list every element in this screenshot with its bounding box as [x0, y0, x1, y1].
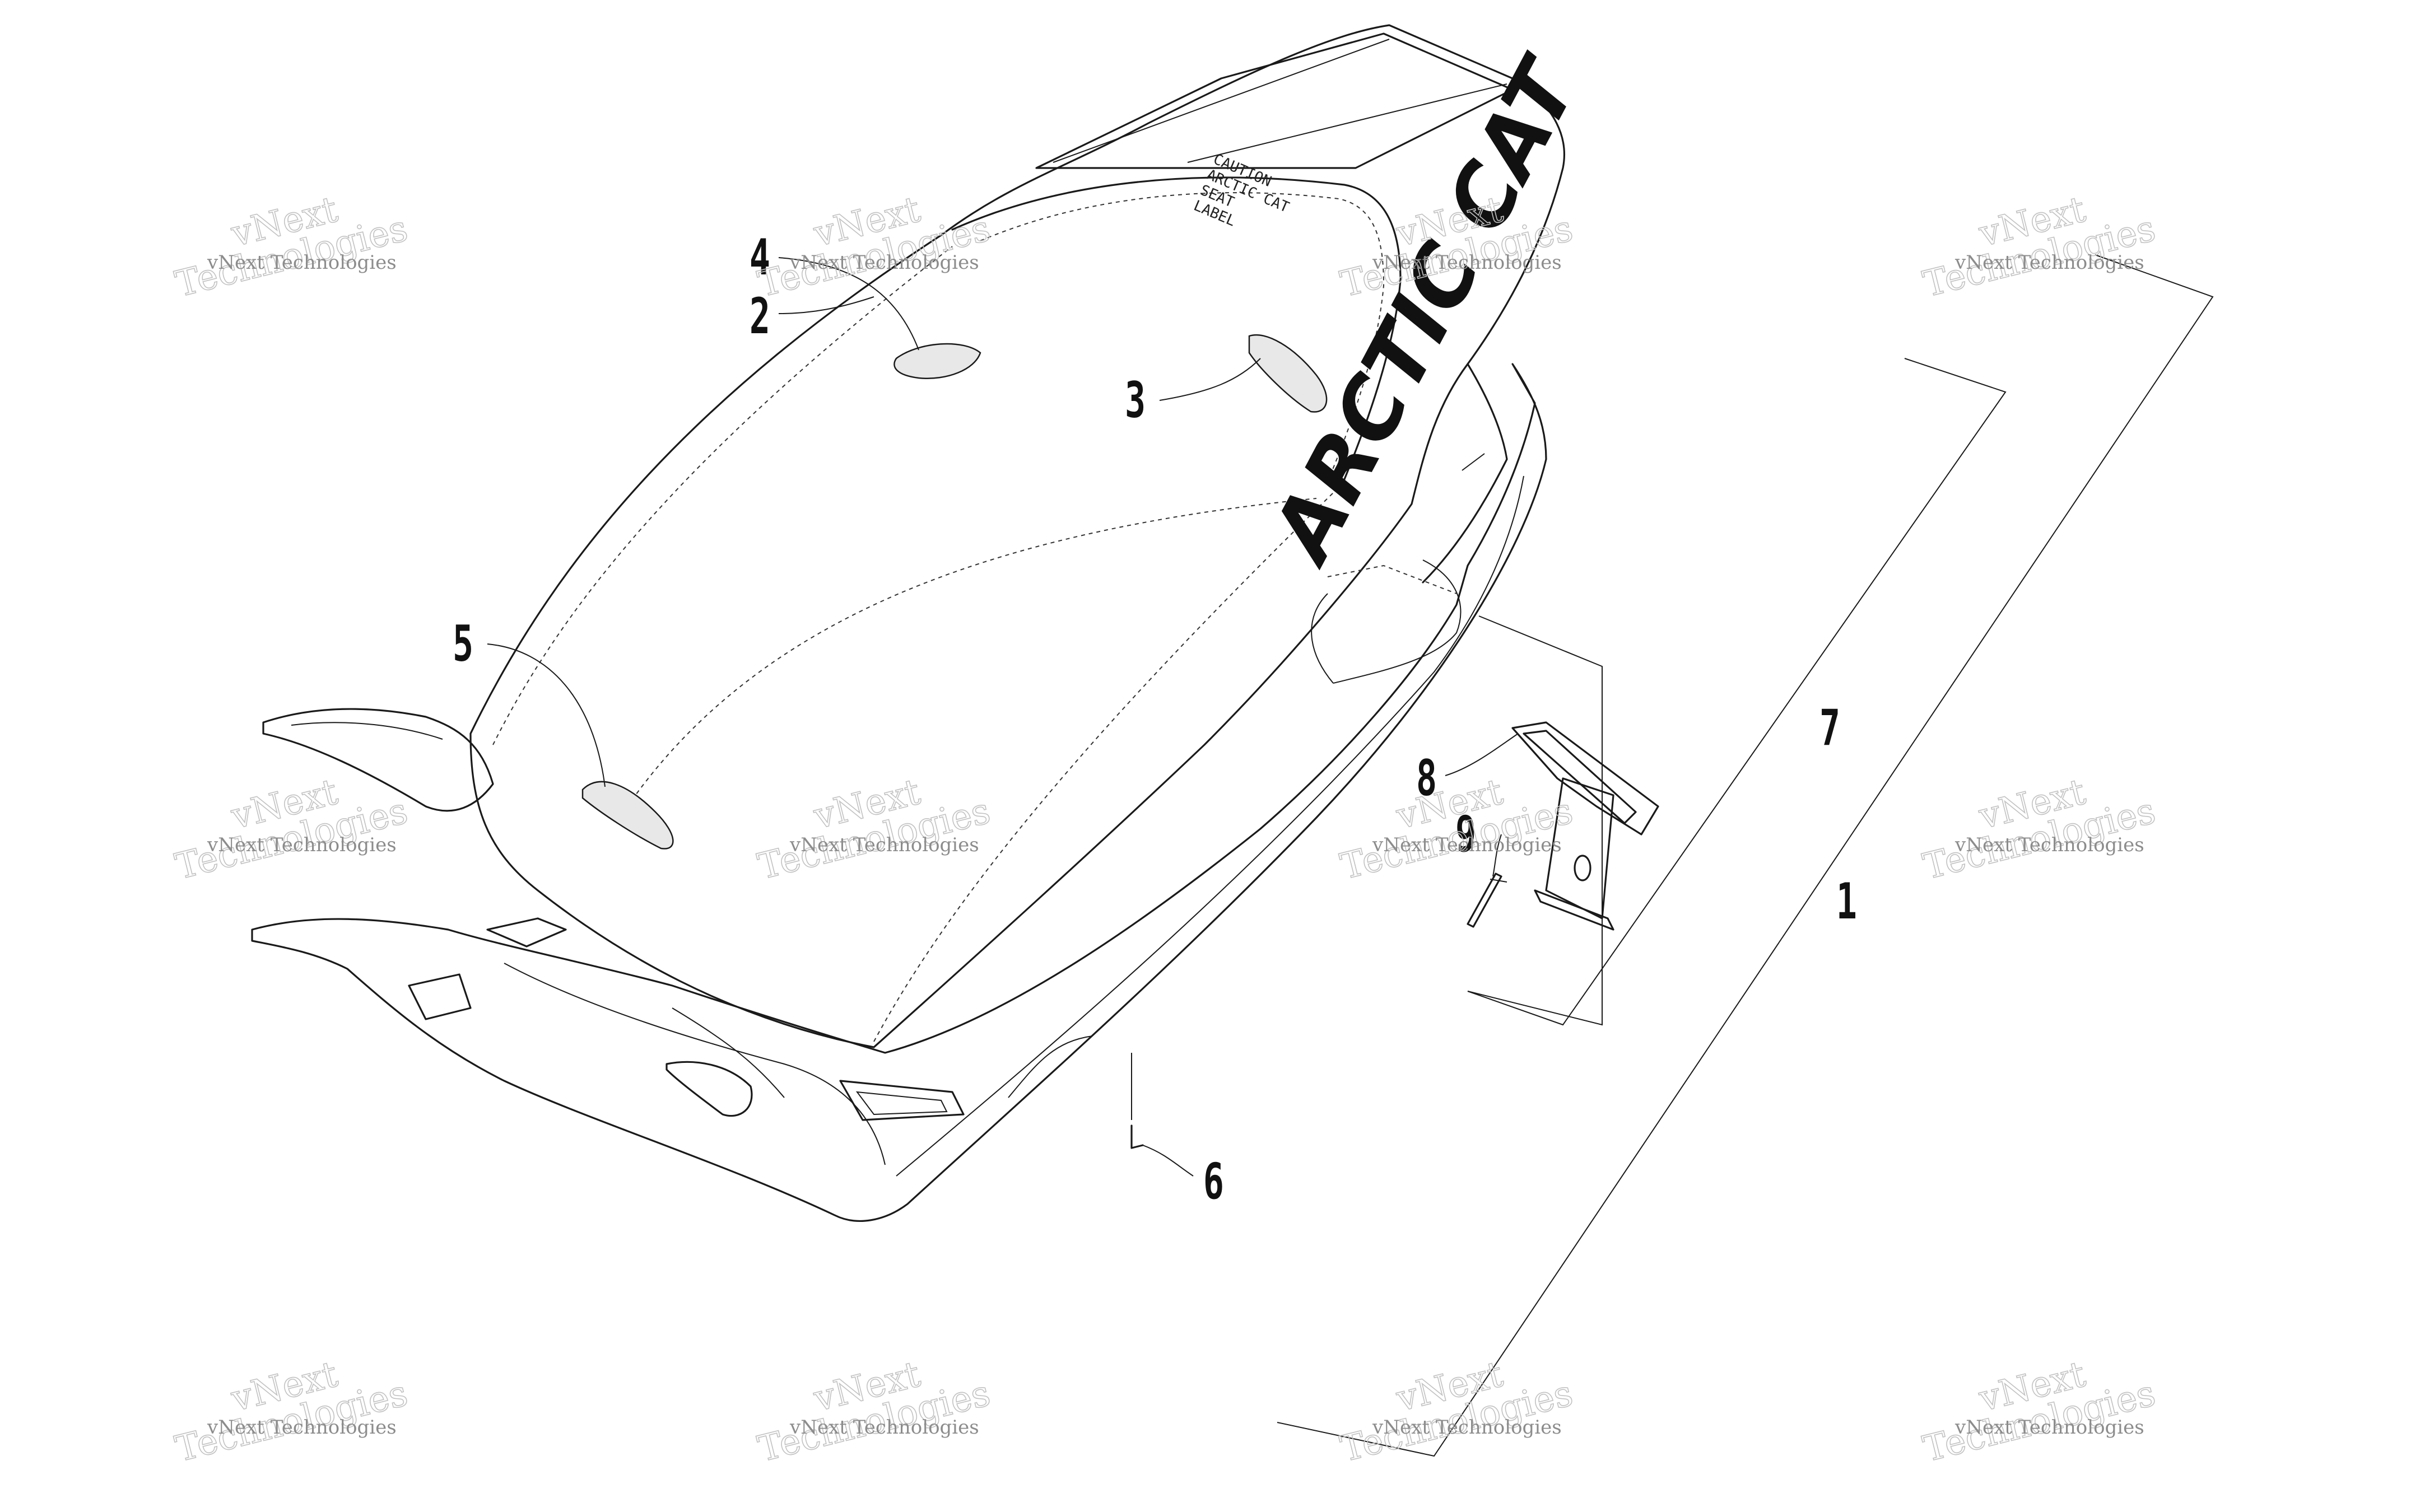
bracket-plate-inner	[1523, 730, 1637, 824]
seat-top-panel	[951, 176, 1402, 494]
foam-pads	[581, 334, 1328, 850]
seat-side-fold-2	[1311, 593, 1334, 684]
callout-3: 3	[1125, 372, 1146, 429]
watermark-r3c4: vNext Technologies vNext Technologies	[1919, 1353, 2160, 1471]
seat-side-notch	[1462, 453, 1485, 471]
seat-base-contour-2	[672, 1007, 785, 1098]
seat-assembly	[251, 24, 1565, 1222]
watermark-small: vNext Technologies	[789, 251, 979, 274]
seat-base-handle	[408, 973, 472, 1020]
watermark-r1c3: vNext Technologies vNext Technologies	[1336, 188, 1577, 306]
clip-6	[1130, 1124, 1144, 1149]
leader-8	[1445, 733, 1519, 776]
leader-6	[1142, 1145, 1194, 1177]
callout-2: 2	[750, 288, 770, 345]
watermark-small: vNext Technologies	[789, 1416, 979, 1439]
seat-label: CAUTION ARCTIC CAT SEAT LABEL	[1191, 151, 1292, 230]
leader-4	[778, 257, 919, 351]
seat-side-panel	[1422, 363, 1508, 584]
seat-rear-seam-2	[1187, 83, 1507, 163]
seat-side-dashed	[1327, 564, 1457, 594]
leader-3	[1159, 358, 1261, 401]
seat-side-fold	[1333, 559, 1462, 684]
callout-7: 7	[1819, 699, 1840, 757]
watermark-small: vNext Technologies	[1372, 1416, 1562, 1439]
watermark-small: vNext Technologies	[1372, 251, 1562, 274]
seat-rear-panel	[1035, 32, 1514, 169]
callout-5: 5	[453, 615, 473, 673]
seat-base-rear-contour	[504, 963, 886, 1165]
callout-9: 9	[1455, 806, 1476, 863]
leader-2	[778, 296, 874, 314]
seat-base-slot-right	[839, 1080, 965, 1121]
group-brackets	[1277, 254, 2214, 1457]
seat-base-slot-left	[666, 1061, 753, 1117]
watermark-r2c4: vNext Technologies vNext Technologies	[1919, 771, 2160, 888]
watermark-small: vNext Technologies	[1954, 834, 2144, 856]
watermark-small: vNext Technologies	[1372, 834, 1562, 856]
seat-base-contour-3	[1008, 1035, 1093, 1098]
leader-lines	[487, 257, 1519, 1177]
pin-9-head	[1490, 879, 1507, 883]
leader-9	[1492, 834, 1502, 877]
seat-cushion-stitch-2	[873, 492, 1334, 1042]
watermark-small: vNext Technologies	[207, 834, 397, 856]
foam-pad-3	[1248, 334, 1328, 413]
seat-base-lip	[896, 475, 1524, 1177]
watermark-small: vNext Technologies	[789, 834, 979, 856]
leader-5	[487, 643, 606, 787]
callout-6: 6	[1203, 1153, 1224, 1210]
bracket-foot	[1534, 889, 1614, 931]
watermark-r3c3: vNext Technologies vNext Technologies	[1336, 1353, 1577, 1471]
brand-logo: ARCTIC CAT	[1251, 41, 1599, 580]
bracket-plate-top	[1511, 721, 1659, 836]
pin-9	[1467, 872, 1502, 928]
group-bracket-7	[1467, 358, 2007, 1026]
foam-pad-4	[893, 343, 981, 379]
callout-8: 8	[1416, 750, 1437, 807]
watermark-r1c1: vNext Technologies vNext Technologies	[171, 188, 412, 306]
seat-left-flap-inner	[291, 722, 443, 740]
group-bracket-8	[1467, 615, 1603, 1026]
watermark-small: vNext Technologies	[1954, 251, 2144, 274]
seat-top-stitch	[980, 192, 1385, 482]
watermark-r2c3: vNext Technologies vNext Technologies	[1336, 771, 1577, 888]
callout-1: 1	[1836, 873, 1857, 930]
seat-rear-seam	[1053, 39, 1390, 163]
watermark-small: vNext Technologies	[207, 1416, 397, 1439]
watermark-small: vNext Technologies	[1954, 1416, 2144, 1439]
seat-side-stitch	[492, 246, 953, 745]
group-bracket-1	[1277, 254, 2214, 1457]
watermark-r1c4: vNext Technologies vNext Technologies	[1919, 188, 2160, 306]
watermark-small: vNext Technologies	[207, 251, 397, 274]
bracket-hole	[1574, 855, 1591, 881]
bracket-assembly	[1467, 721, 1659, 931]
watermarks: vNext Technologies vNext Technologies vN…	[171, 188, 2160, 1471]
watermark-r2c1: vNext Technologies vNext Technologies	[171, 771, 412, 888]
seat-base-slot-inner	[855, 1091, 948, 1116]
callout-4: 4	[750, 229, 770, 286]
foam-pad-5	[581, 781, 674, 850]
seat-cushion-stitch-1	[627, 498, 1317, 807]
watermark-r2c2: vNext Technologies vNext Technologies	[753, 771, 994, 888]
watermark-r3c1: vNext Technologies vNext Technologies	[171, 1353, 412, 1471]
watermark-r3c2: vNext Technologies vNext Technologies	[753, 1353, 994, 1471]
seat-base-outline	[251, 363, 1547, 1222]
seat-left-flap	[262, 708, 494, 812]
seat-base-tab	[486, 917, 567, 948]
callout-numbers: 4 2 3 5 6 7 8 9 1	[453, 229, 1857, 1210]
